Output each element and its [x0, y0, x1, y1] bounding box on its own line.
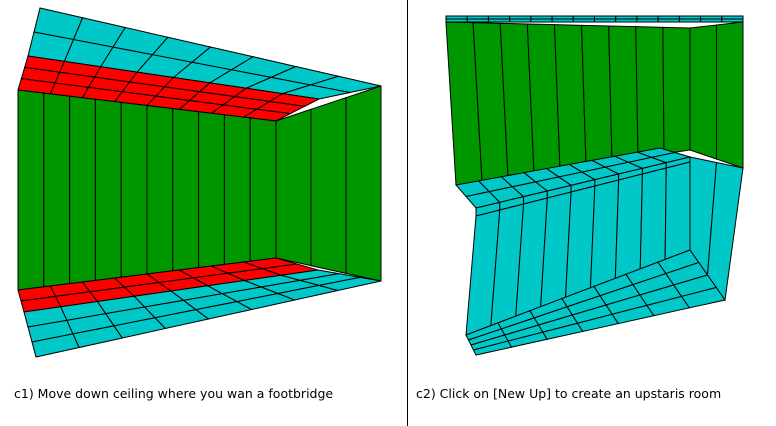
back-wall-panel: [120, 101, 148, 278]
upper-ceiling-tile: [700, 18, 723, 23]
back-wall-panel: [172, 108, 200, 272]
upper-wall-panel: [608, 25, 639, 163]
lower-wall-panel: [664, 161, 691, 261]
panel-divider: [407, 0, 408, 426]
floor-tile: [318, 276, 382, 292]
lower-floor-tile: [680, 286, 726, 309]
upper-wall-panel: [662, 26, 691, 155]
upper-side-panel: [716, 21, 744, 169]
back-wall-panel: [198, 111, 225, 269]
upper-ceiling-tile: [445, 18, 468, 23]
upper-wall-panel: [553, 24, 587, 171]
upper-ceiling-tile: [615, 18, 638, 23]
upper-ceiling-tile: [509, 18, 532, 23]
upper-ceiling-tile: [487, 18, 511, 23]
upper-ceiling-tile: [678, 18, 702, 23]
upper-ceiling-tile: [466, 18, 489, 23]
upper-ceiling-tile: [657, 18, 680, 23]
upper-ceiling-tile: [572, 18, 595, 23]
right-wall-panel: [345, 85, 382, 282]
back-wall-panel: [69, 95, 96, 285]
upper-wall-panel: [581, 24, 613, 167]
upper-side-panel: [689, 24, 717, 160]
caption-c2: c2) Click on [New Up] to create an upsta…: [416, 386, 722, 401]
back-wall-panel: [94, 98, 122, 281]
back-wall-panel: [146, 104, 174, 275]
upper-ceiling-tile: [530, 18, 553, 23]
upper-ceiling-tile: [636, 18, 659, 23]
lower-wall-panel: [614, 173, 643, 280]
upper-ceiling-tile: [551, 18, 574, 23]
left-3d-view: [17, 7, 382, 358]
back-wall-panel: [17, 89, 45, 291]
right-wall-panel: [275, 108, 312, 267]
right-3d-view: [445, 15, 744, 356]
back-wall-panel: [249, 117, 277, 262]
upper-ceiling-tile: [594, 18, 617, 23]
upper-ceiling-tile: [721, 18, 744, 23]
caption-c1: c1) Move down ceiling where you wan a fo…: [14, 386, 334, 401]
lower-wall-panel: [589, 179, 620, 289]
back-wall-panel: [223, 114, 251, 265]
right-wall-panel: [310, 96, 347, 274]
upper-wall-panel: [635, 26, 665, 159]
lower-wall-panel: [639, 167, 667, 270]
back-wall-panel: [43, 92, 71, 288]
